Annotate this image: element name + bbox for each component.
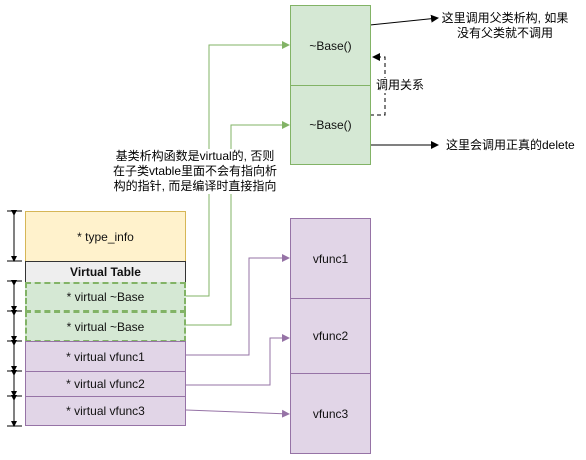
vfunc2-box: vfunc2 [290,298,371,374]
call-relation-label: 调用关系 [374,78,427,93]
vfunc1-box: vfunc1 [290,218,371,299]
type-info-cell: * type_info [25,211,186,262]
base-destructor-box-2: ~Base() [290,85,371,165]
vtable-row-label: * virtual ~Base [66,319,145,334]
vtable-row-destructor-2: * virtual ~Base [25,311,186,342]
base-destructor-label-2: ~Base() [309,118,352,132]
parent-destructor-note: 这里调用父类析构, 如果 没有父类就不调用 [430,11,580,41]
vtable-row-vfunc2: * virtual vfunc2 [25,371,186,397]
vfunc3-box: vfunc3 [290,373,371,454]
type-info-label: * type_info [77,229,134,244]
parent-destructor-note-line2: 没有父类就不调用 [456,26,553,40]
virtual-table-title: Virtual Table [70,265,141,279]
connector-vfunc3 [185,409,290,418]
connector-base2 [186,121,290,326]
vtable-row-vfunc1: * virtual vfunc1 [25,341,186,372]
vfunc1-label: vfunc1 [312,251,349,266]
base-destructor-box-1: ~Base() [290,5,371,86]
vtable-row-label: * virtual vfunc1 [66,349,145,364]
real-delete-note: 这里会调用正真的delete [446,138,575,152]
parent-destructor-note-line1: 这里调用父类析构, 如果 [441,11,569,25]
virtual-table-header: Virtual Table [25,261,186,283]
vfunc2-label: vfunc2 [312,329,349,343]
base-destructor-label-1: ~Base() [309,38,352,53]
vtable-row-destructor-1: * virtual ~Base [25,282,186,312]
virtual-destructor-note-line2: 在子类vtable里面不会有指向析 [112,164,278,178]
dimension-brackets [7,210,22,427]
vfunc3-label: vfunc3 [312,406,349,421]
virtual-destructor-note-line1: 基类析构函数是virtual的, 否则 [115,149,275,163]
arrow-to-parent-note [369,14,439,26]
virtual-destructor-note: 基类析构函数是virtual的, 否则 在子类vtable里面不会有指向析 构的… [100,149,290,194]
connector-vfunc2 [186,334,290,386]
vtable-row-label: * virtual ~Base [66,290,145,304]
vtable-row-vfunc3: * virtual vfunc3 [25,396,186,426]
virtual-destructor-note-line3: 构的指针, 而是编译时直接指向 [113,179,277,193]
connector-vfunc1 [186,254,290,356]
vtable-row-label: * virtual vfunc3 [66,404,145,418]
vtable-row-label: * virtual vfunc2 [66,377,145,391]
